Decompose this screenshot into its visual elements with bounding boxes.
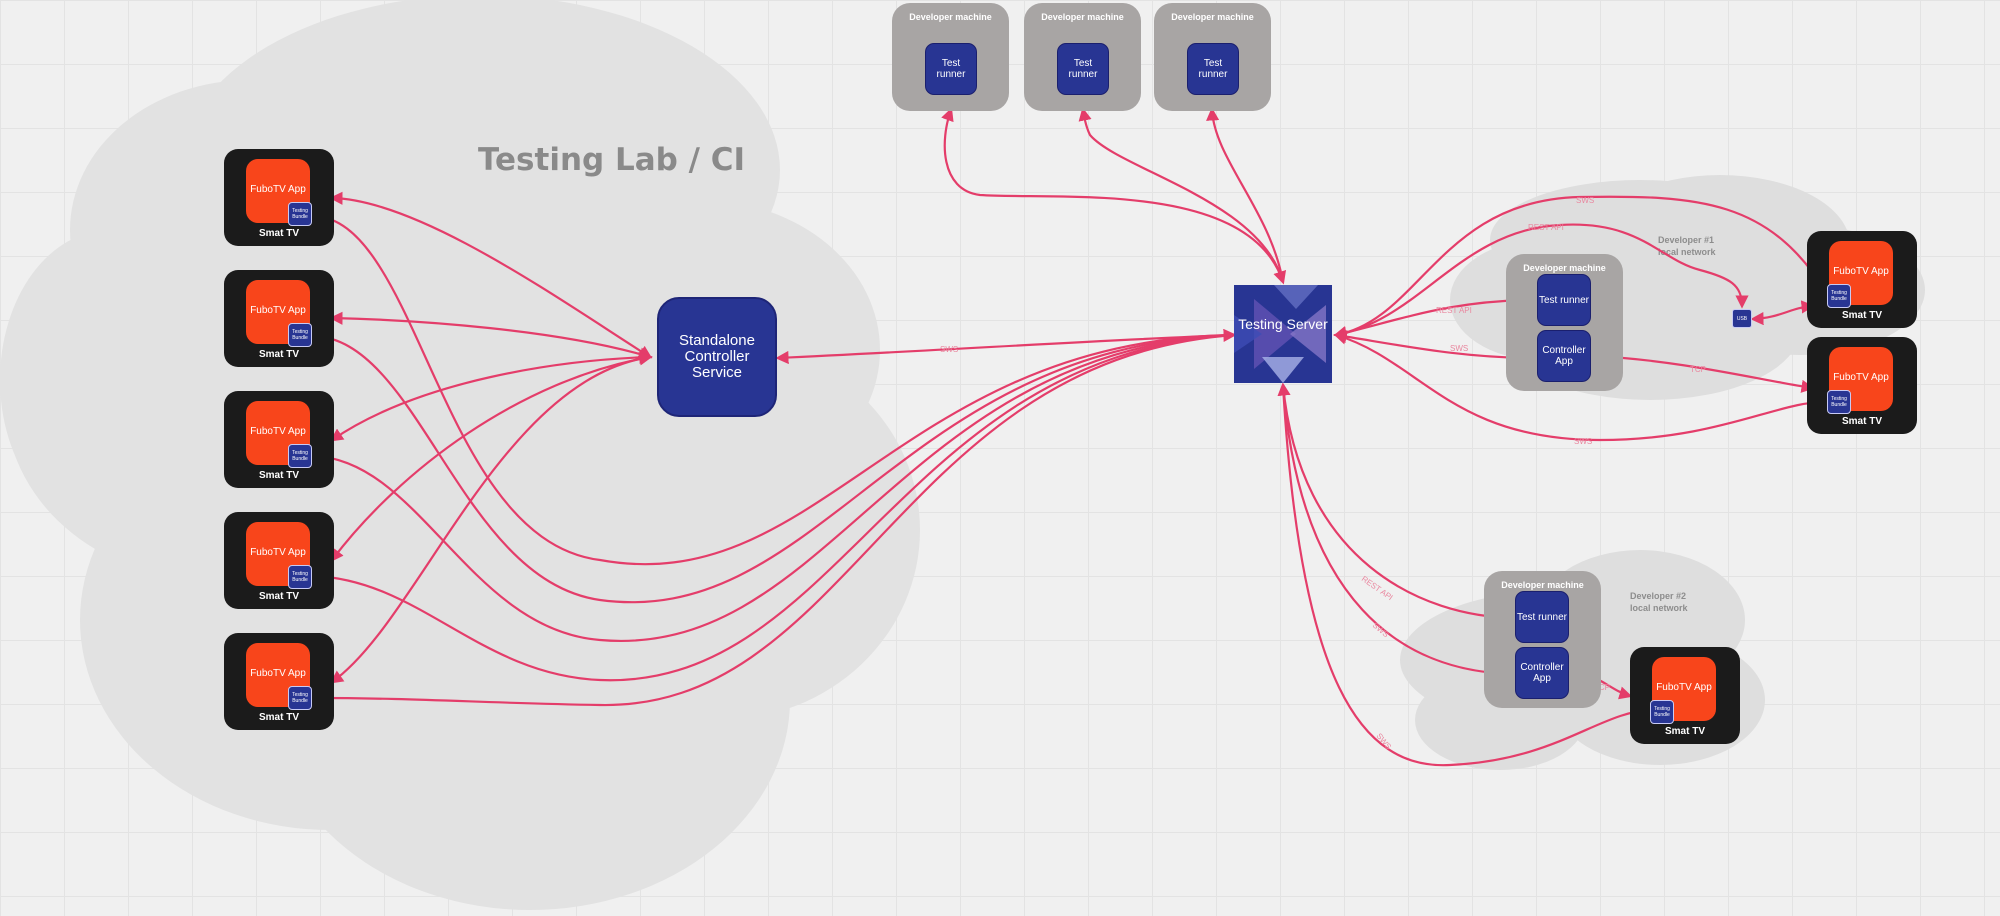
testing-lab-cloud bbox=[0, 0, 920, 910]
smart-tv-label: Smat TV bbox=[258, 712, 299, 723]
testing-bundle[interactable]: Testing Bundle bbox=[1827, 284, 1851, 308]
edge-label-tcp-dev2: TCP bbox=[1594, 683, 1610, 692]
dev2-network-label-line2: local network bbox=[1630, 603, 1689, 613]
smart-tv-label: Smat TV bbox=[1664, 726, 1705, 737]
test-runner[interactable]: Test runner bbox=[1515, 591, 1569, 643]
developer-machine-top-3[interactable]: Developer machine Test runner bbox=[1154, 3, 1271, 111]
developer-1-machine[interactable]: Developer machine Test runner Controller… bbox=[1506, 254, 1623, 391]
smart-tv-label: Smat TV bbox=[258, 470, 299, 481]
edge-label-sws-dev1-top: SWS bbox=[1576, 196, 1594, 205]
testing-bundle[interactable]: Testing Bundle bbox=[1827, 390, 1851, 414]
edge-server-tv3 bbox=[311, 333, 1235, 643]
edge-server-dev2-runner bbox=[1277, 382, 1519, 625]
dev2-smart-tv[interactable]: FuboTV App Testing Bundle Smat TV bbox=[1630, 647, 1740, 744]
edge-server-tv4 bbox=[311, 333, 1235, 682]
edge-label-tcp-dev1: TCP bbox=[1690, 365, 1706, 374]
dev1-network-label-line2: local network bbox=[1658, 247, 1717, 257]
smart-tv-label: Smat TV bbox=[258, 228, 299, 239]
controller-app[interactable]: Controller App bbox=[1537, 330, 1591, 382]
edge-label-rest-dev1-usb: REST API bbox=[1528, 223, 1564, 232]
edge-label-sws-dev2-controller: SWS bbox=[1371, 621, 1391, 640]
edge-server-tv1 bbox=[311, 209, 1235, 566]
standalone-controller-service[interactable]: Standalone Controller Service bbox=[657, 297, 777, 417]
smart-tv-3[interactable]: FuboTV App Testing Bundle Smat TV bbox=[224, 391, 334, 488]
test-runner[interactable]: Test runner bbox=[925, 43, 977, 95]
dev1-smart-tv-1[interactable]: FuboTV App Testing Bundle Smat TV bbox=[1807, 231, 1917, 328]
smart-tv-2[interactable]: FuboTV App Testing Bundle Smat TV bbox=[224, 270, 334, 367]
smart-tv-5[interactable]: FuboTV App Testing Bundle Smat TV bbox=[224, 633, 334, 730]
testing-server[interactable]: Testing Server bbox=[1234, 285, 1332, 383]
edge-server-dev1-tv2 bbox=[1333, 331, 1831, 442]
testing-bundle[interactable]: Testing Bundle bbox=[288, 686, 312, 710]
developer-machine-label: Developer machine bbox=[1041, 12, 1124, 22]
testing-server-graphic bbox=[1234, 285, 1332, 383]
test-runner[interactable]: Test runner bbox=[1057, 43, 1109, 95]
developer-2-machine[interactable]: Developer machine Test runner Controller… bbox=[1484, 571, 1601, 708]
lab-title: Testing Lab / CI bbox=[478, 142, 745, 178]
testing-bundle[interactable]: Testing Bundle bbox=[288, 323, 312, 347]
fubotv-app[interactable]: FuboTV App bbox=[1829, 241, 1893, 305]
test-runner[interactable]: Test runner bbox=[1537, 274, 1591, 326]
edge-server-tv5 bbox=[311, 333, 1235, 707]
smart-tv-label: Smat TV bbox=[258, 349, 299, 360]
smart-tv-label: Smat TV bbox=[1841, 416, 1882, 427]
edge-server-dev2-controller bbox=[1281, 384, 1519, 681]
edge-dev1-controller-tv2 bbox=[1591, 349, 1815, 393]
test-runner[interactable]: Test runner bbox=[1187, 43, 1239, 95]
edge-runner3-server bbox=[1206, 107, 1285, 283]
edge-usb-tv1 bbox=[1750, 300, 1815, 326]
smart-tv-4[interactable]: FuboTV App Testing Bundle Smat TV bbox=[224, 512, 334, 609]
developer-machine-top-1[interactable]: Developer machine Test runner bbox=[892, 3, 1009, 111]
developer-machine-top-2[interactable]: Developer machine Test runner bbox=[1024, 3, 1141, 111]
smart-tv-label: Smat TV bbox=[258, 591, 299, 602]
testing-bundle[interactable]: Testing Bundle bbox=[288, 444, 312, 468]
edge-controller-tv5 bbox=[329, 352, 653, 684]
developer-machine-label: Developer machine bbox=[1501, 580, 1584, 590]
smart-tv-1[interactable]: FuboTV App Testing Bundle Smat TV bbox=[224, 149, 334, 246]
testing-server-label: Testing Server bbox=[1238, 316, 1328, 332]
dev2-network-label-line1: Developer #2 bbox=[1630, 591, 1686, 601]
usb-connector[interactable]: USB bbox=[1732, 309, 1752, 328]
testing-bundle[interactable]: Testing Bundle bbox=[1650, 700, 1674, 724]
edge-controller-tv2 bbox=[329, 311, 653, 361]
edge-server-tv2 bbox=[311, 329, 1235, 604]
controller-app[interactable]: Controller App bbox=[1515, 647, 1569, 699]
edge-server-dev2-tv bbox=[1281, 384, 1657, 767]
edge-runner1-server bbox=[941, 107, 1287, 285]
connections bbox=[311, 107, 1831, 767]
edge-runner2-server bbox=[1078, 107, 1285, 283]
developer-machine-label: Developer machine bbox=[1171, 12, 1254, 22]
dev1-network-label-line1: Developer #1 bbox=[1658, 235, 1714, 245]
edge-label-sws-controller: SWS bbox=[940, 345, 958, 354]
edge-label-rest-dev1-runner: REST API bbox=[1436, 306, 1472, 315]
developer-machine-label: Developer machine bbox=[1523, 263, 1606, 273]
testing-bundle[interactable]: Testing Bundle bbox=[288, 565, 312, 589]
developer-machine-label: Developer machine bbox=[909, 12, 992, 22]
edge-label-rest-dev2: REST API bbox=[1360, 574, 1395, 602]
dev1-smart-tv-2[interactable]: FuboTV App Testing Bundle Smat TV bbox=[1807, 337, 1917, 434]
smart-tv-label: Smat TV bbox=[1841, 310, 1882, 321]
testing-bundle[interactable]: Testing Bundle bbox=[288, 202, 312, 226]
edge-label-sws-dev1-bottom: SWS bbox=[1574, 437, 1592, 446]
fubotv-app[interactable]: FuboTV App bbox=[246, 643, 310, 707]
edge-label-sws-dev1-controller: SWS bbox=[1450, 344, 1468, 353]
